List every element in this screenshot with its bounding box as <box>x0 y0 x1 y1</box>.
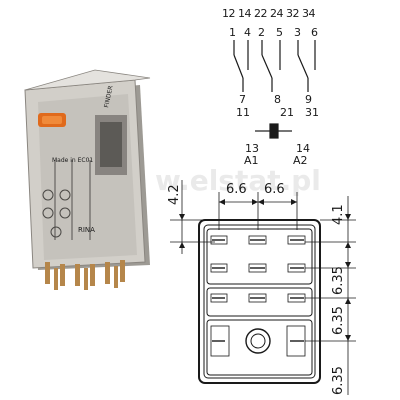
pin-11: 11 <box>236 106 250 119</box>
watermark: w.elstat.pl <box>155 164 321 197</box>
pin-7: 7 <box>239 93 246 106</box>
relay-photo: FINDER Made in EC01 RINA <box>24 69 151 290</box>
footprint-drawing <box>170 180 356 395</box>
pin-3: 3 <box>294 26 301 39</box>
pin-1: 1 <box>229 26 236 39</box>
dim-bottom: 6.35 <box>331 366 346 395</box>
contact-schematic <box>233 40 316 139</box>
relay-label-side: Made in EC01 <box>52 157 93 164</box>
schematic-labels: 12 14 22 24 32 34 1 4 2 5 3 6 7 11 8 21 … <box>222 7 319 167</box>
coil-pin-14: 14 <box>296 142 310 155</box>
pin-8: 8 <box>274 93 281 106</box>
pin-4: 4 <box>244 26 251 39</box>
pin-31: 31 <box>305 106 319 119</box>
dimension-labels: 6.6 6.6 4.2 4.1 6.35 6.35 6.35 <box>167 182 346 395</box>
pin-9: 9 <box>305 93 312 106</box>
dim-width-right: 6.6 <box>264 182 285 197</box>
dim-width-left: 6.6 <box>226 182 247 197</box>
dim-right-mid: 6.35 <box>331 266 346 295</box>
coil-label-a2: A2 <box>293 154 308 167</box>
schematic-top-numbers: 12 14 22 24 32 34 <box>222 7 315 20</box>
pin-5: 5 <box>276 26 283 39</box>
dim-right-top: 4.1 <box>331 204 346 225</box>
relay-label-top: FINDER <box>103 85 114 108</box>
coil-pin-13: 13 <box>245 142 259 155</box>
coil-label-a1: A1 <box>244 154 259 167</box>
pin-2: 2 <box>258 26 265 39</box>
relay-label-cert: RINA <box>78 226 95 234</box>
pin-6: 6 <box>311 26 318 39</box>
dim-right-low: 6.35 <box>331 306 346 335</box>
dim-top-offset: 4.2 <box>167 184 182 205</box>
pin-21: 21 <box>280 106 294 119</box>
